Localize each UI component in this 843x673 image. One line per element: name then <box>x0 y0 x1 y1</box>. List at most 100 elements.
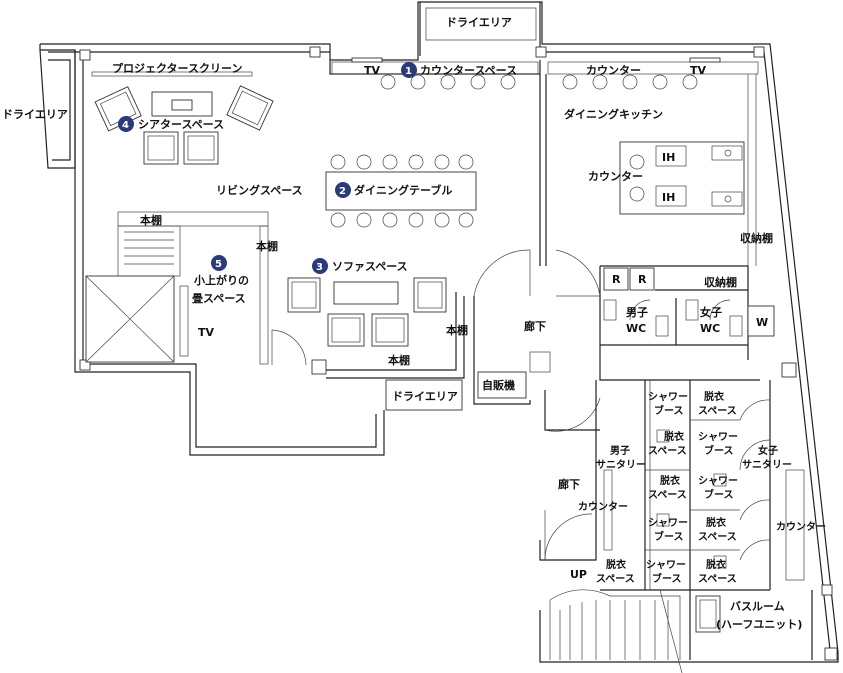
svg-text:3: 3 <box>316 262 323 273</box>
label-projector-screen: プロジェクタースクリーン <box>112 61 242 75</box>
label-dry-area-left: ドライエリア <box>2 108 68 121</box>
label-tatami-1: 小上がりの <box>193 273 249 287</box>
label-ih-1: IH <box>662 151 675 164</box>
projector-screen-line <box>91 71 253 77</box>
label-bathroom-1: バスルーム <box>730 600 785 613</box>
spiral-stair <box>549 589 683 673</box>
label-tv-tatami: TV <box>198 326 215 339</box>
vending-machine <box>477 371 527 399</box>
label-washer: W <box>756 316 768 329</box>
label-bookshelf-3: 本棚 <box>446 323 468 337</box>
label-changing-1b: スペース <box>698 405 737 417</box>
svg-text:1: 1 <box>405 66 412 77</box>
label-shower-5: シャワー <box>646 559 686 571</box>
label-storage-1: 収納棚 <box>740 231 773 245</box>
label-fridge-1: R <box>612 273 621 286</box>
label-shower-1b: ブース <box>654 404 684 417</box>
columns <box>79 46 838 661</box>
label-up: UP <box>570 568 587 581</box>
labels: ドライエリア ドライエリア ドライエリア プロジェクタースクリーン TV カウン… <box>2 16 826 631</box>
label-bookshelf-4: 本棚 <box>388 353 410 367</box>
label-changing-3: 脱衣 <box>660 474 680 487</box>
label-changing-6: 脱衣 <box>706 558 726 571</box>
kitchen-island <box>619 141 745 215</box>
dry-area-bottom-box <box>385 379 463 411</box>
label-changing-4: 脱衣 <box>706 516 726 529</box>
label-dry-area-bottom: ドライエリア <box>392 390 458 403</box>
svg-text:2: 2 <box>339 186 346 197</box>
label-mens-sanitary-2: サニタリー <box>596 459 646 471</box>
sofa-set <box>287 277 447 347</box>
label-counter-kitchen: カウンター <box>588 170 643 183</box>
label-shower-2b: ブース <box>704 444 734 457</box>
label-living-space: リビングスペース <box>216 183 303 197</box>
label-bookshelf-1: 本棚 <box>140 213 162 227</box>
label-fridge-2: R <box>638 273 647 286</box>
label-shower-3: シャワー <box>698 475 738 487</box>
label-theater-space: シアタースペース <box>138 118 224 131</box>
bathroom <box>695 595 721 633</box>
badge-3: 3 <box>312 258 328 274</box>
label-shower-4b: ブース <box>654 530 684 543</box>
label-corridor-2: 廊下 <box>558 477 580 491</box>
badge-2: 2 <box>335 182 351 198</box>
label-dry-area-top: ドライエリア <box>446 16 512 29</box>
label-shower-3b: ブース <box>704 488 734 501</box>
mens-sanitary-counter <box>603 469 613 551</box>
label-changing-5: 脱衣 <box>606 558 626 571</box>
doors <box>271 249 771 561</box>
label-shower-2: シャワー <box>698 431 738 443</box>
label-tv-top-right: TV <box>690 64 707 77</box>
badge-5: 5 <box>211 255 227 271</box>
label-changing-1: 脱衣 <box>704 390 724 403</box>
svg-text:5: 5 <box>215 259 222 270</box>
label-womens-sanitary-2: サニタリー <box>742 459 792 471</box>
counter-top-strip <box>331 57 759 75</box>
theater-seats <box>94 85 274 165</box>
label-bookshelf-2: 本棚 <box>256 239 278 253</box>
womens-sanitary-counter <box>785 469 805 581</box>
label-ih-2: IH <box>662 191 675 204</box>
label-womens-wc-2: WC <box>700 322 720 335</box>
counter-stools <box>380 74 698 90</box>
label-corridor-1: 廊下 <box>524 319 546 333</box>
label-mens-sanitary-1: 男子 <box>610 445 630 457</box>
label-sofa-space: ソファスペース <box>332 260 408 273</box>
corridor-column <box>529 351 551 373</box>
label-counter-sanitary-m: カウンター <box>578 501 628 513</box>
label-changing-2b: スペース <box>648 445 687 457</box>
label-tatami-2: 畳スペース <box>192 292 246 305</box>
label-shower-4: シャワー <box>648 517 688 529</box>
shower-grid <box>645 380 740 590</box>
label-changing-3b: スペース <box>648 489 687 501</box>
label-tv-top-left: TV <box>364 64 381 77</box>
label-dining-kitchen: ダイニングキッチン <box>564 107 663 121</box>
badge-4: 4 <box>118 116 134 132</box>
label-changing-6b: スペース <box>698 573 737 585</box>
label-womens-sanitary-1: 女子 <box>758 444 778 457</box>
label-bathroom-2: (ハーフユニット) <box>716 618 802 631</box>
dining-table <box>325 154 477 228</box>
label-changing-2: 脱衣 <box>664 430 684 443</box>
washer-box <box>747 305 775 337</box>
label-mens-wc-2: WC <box>626 322 646 335</box>
badges: 1 2 3 4 5 <box>118 62 417 274</box>
label-dining-table: ダイニングテーブル <box>354 183 452 197</box>
label-womens-wc-1: 女子 <box>700 305 722 319</box>
label-mens-wc-1: 男子 <box>626 306 648 319</box>
label-changing-4b: スペース <box>698 531 737 543</box>
svg-text:4: 4 <box>122 120 129 131</box>
label-vending: 自販機 <box>482 378 515 392</box>
badge-1: 1 <box>401 62 417 78</box>
label-shower-1: シャワー <box>648 391 688 403</box>
storage-shelf <box>747 74 757 266</box>
label-shower-5b: ブース <box>652 572 682 585</box>
label-storage-2: 収納棚 <box>704 275 737 289</box>
label-changing-5b: スペース <box>596 573 635 585</box>
label-counter-top: カウンター <box>586 64 641 77</box>
wc-fixtures <box>603 299 743 337</box>
fridges <box>603 267 655 291</box>
label-counter-space: カウンタースペース <box>420 64 517 77</box>
stairwell-void <box>85 275 189 363</box>
